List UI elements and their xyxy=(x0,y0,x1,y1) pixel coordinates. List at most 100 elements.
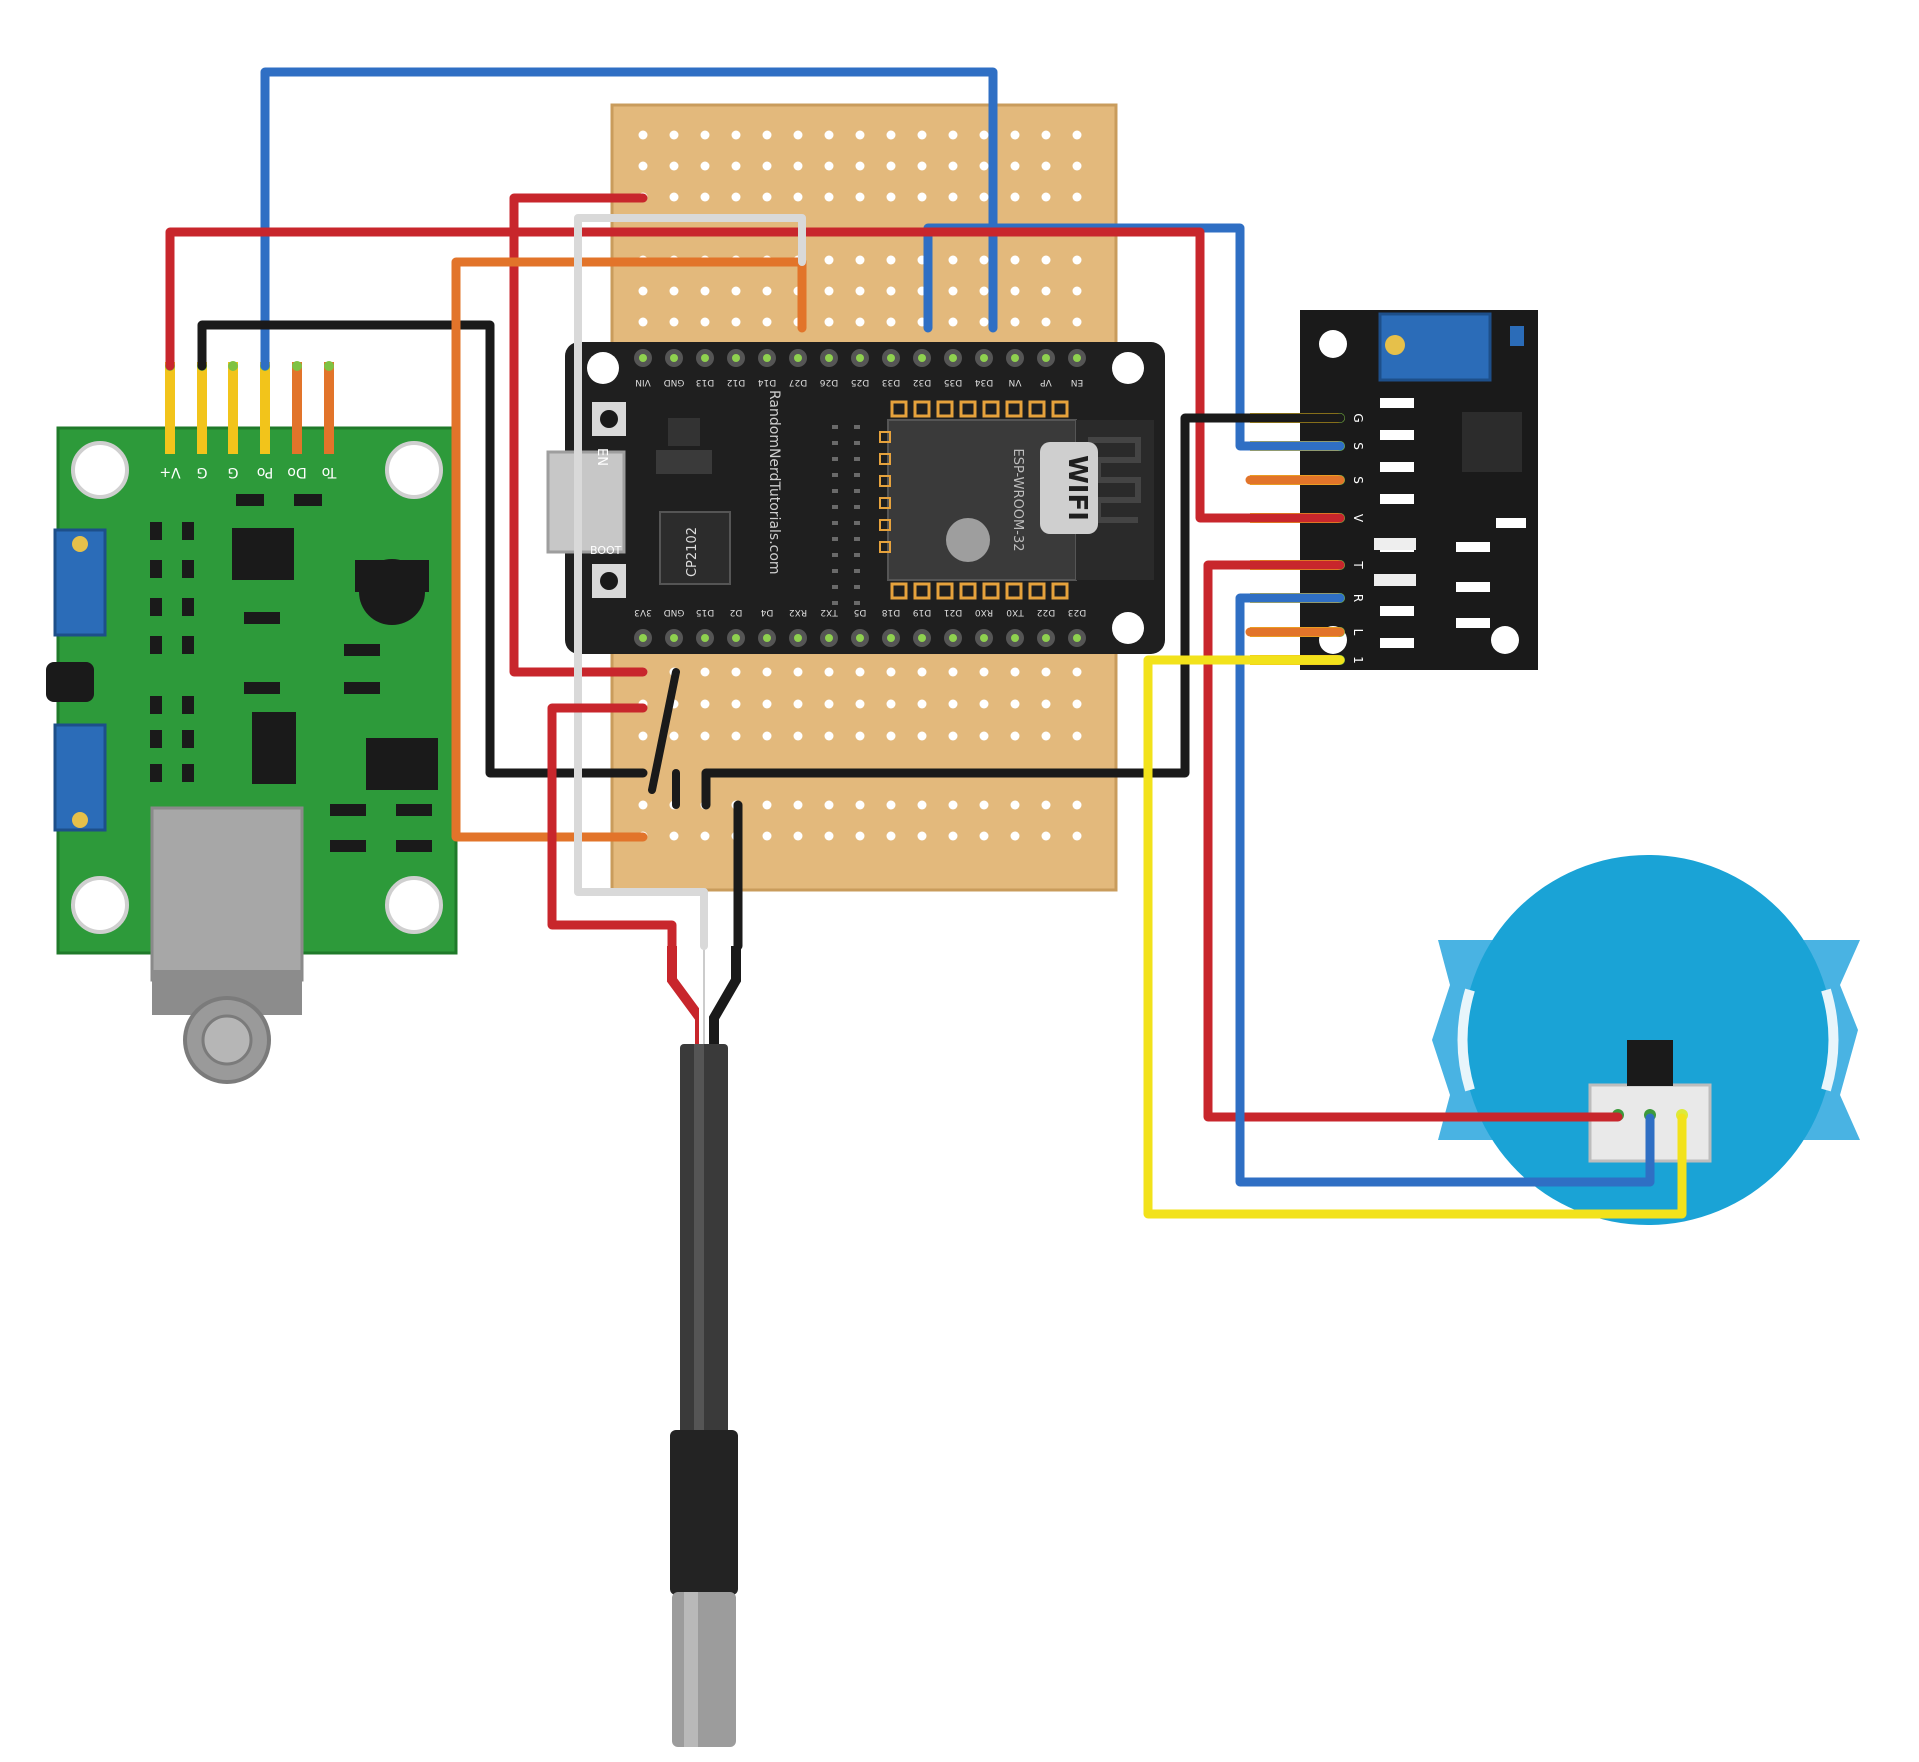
board-hole xyxy=(855,317,865,327)
wire-red-ph-vcc xyxy=(165,227,1345,523)
board-hole xyxy=(824,317,834,327)
board-hole xyxy=(1010,831,1020,841)
ph-header-pin xyxy=(197,362,207,454)
board-hole xyxy=(638,161,648,171)
board-hole xyxy=(731,667,741,677)
board-hole xyxy=(824,831,834,841)
board-hole xyxy=(1041,317,1051,327)
board-hole xyxy=(824,667,834,677)
board-hole xyxy=(979,192,989,202)
board-hole xyxy=(731,192,741,202)
board-hole xyxy=(855,800,865,810)
board-hole xyxy=(700,130,710,140)
board-hole xyxy=(1010,192,1020,202)
board-hole xyxy=(855,667,865,677)
ph-header-pin xyxy=(228,362,238,454)
en-button-label: EN xyxy=(594,448,609,466)
board-hole xyxy=(917,731,927,741)
esp-bottom-pin-label: D21 xyxy=(944,607,962,617)
board-hole xyxy=(948,286,958,296)
ph-header-pin xyxy=(324,362,334,454)
board-hole xyxy=(669,130,679,140)
board-hole xyxy=(948,731,958,741)
board-hole xyxy=(886,286,896,296)
board-hole xyxy=(886,831,896,841)
board-hole xyxy=(979,255,989,265)
board-hole xyxy=(762,731,772,741)
ads-pin-label: V xyxy=(1351,514,1365,523)
wire-black-diag xyxy=(648,668,680,794)
wires xyxy=(165,67,1687,1219)
esp-bottom-pin-label: D23 xyxy=(1068,607,1086,617)
board-hole xyxy=(731,699,741,709)
board-hole xyxy=(793,831,803,841)
board-hole xyxy=(979,731,989,741)
board-hole xyxy=(855,831,865,841)
board-hole xyxy=(793,161,803,171)
board-hole xyxy=(917,161,927,171)
ads-pin-label: G xyxy=(1351,413,1365,422)
esp-top-pin-label: EN xyxy=(1071,377,1083,387)
board-hole xyxy=(1041,255,1051,265)
board-hole xyxy=(824,161,834,171)
board-hole xyxy=(700,731,710,741)
board-hole xyxy=(700,317,710,327)
ph-header-pin xyxy=(260,362,270,454)
board-hole xyxy=(948,161,958,171)
board-hole xyxy=(1010,286,1020,296)
board-hole xyxy=(824,255,834,265)
board-hole xyxy=(948,831,958,841)
board-hole xyxy=(979,699,989,709)
board-hole xyxy=(886,130,896,140)
board-hole xyxy=(1010,130,1020,140)
board-hole xyxy=(886,161,896,171)
cp2102-label: CP2102 xyxy=(685,527,700,577)
board-hole xyxy=(979,800,989,810)
wire-blue-esp-ads xyxy=(923,223,1345,451)
board-hole xyxy=(1072,286,1082,296)
board-hole xyxy=(1072,255,1082,265)
ph-pin-label: To xyxy=(322,464,338,480)
ads-pin-label: T xyxy=(1351,560,1365,569)
board-hole xyxy=(762,192,772,202)
board-hole xyxy=(1041,130,1051,140)
board-hole xyxy=(917,831,927,841)
ads-pin-label: 1 xyxy=(1351,656,1365,664)
esp-top-pin-label: D34 xyxy=(975,377,994,387)
esp-bottom-pin-label: D15 xyxy=(696,607,714,617)
ph-pin-label: Do xyxy=(287,464,306,480)
esp-bottom-pin-label: D19 xyxy=(913,607,932,617)
board-hole xyxy=(948,192,958,202)
board-hole xyxy=(669,831,679,841)
esp-top-pin-label: D14 xyxy=(758,377,777,387)
board-hole xyxy=(638,130,648,140)
board-hole xyxy=(700,831,710,841)
board-hole xyxy=(948,317,958,327)
board-hole xyxy=(700,667,710,677)
board-hole xyxy=(886,800,896,810)
ads-pin-label: L xyxy=(1351,629,1365,636)
board-hole xyxy=(824,130,834,140)
board-hole xyxy=(886,699,896,709)
esp-bottom-pin-label: 3V3 xyxy=(634,607,652,617)
board-hole xyxy=(917,130,927,140)
ph-header-pin xyxy=(165,362,175,454)
board-hole xyxy=(638,800,648,810)
esp-top-pin-label: D27 xyxy=(789,377,807,387)
board-hole xyxy=(917,699,927,709)
esp-top-pin-label: VIN xyxy=(635,377,651,387)
board-hole xyxy=(669,161,679,171)
board-hole xyxy=(762,286,772,296)
board-hole xyxy=(638,317,648,327)
board-hole xyxy=(855,161,865,171)
board-hole xyxy=(793,130,803,140)
esp-top-pin-label: D32 xyxy=(913,377,931,387)
board-hole xyxy=(824,286,834,296)
board-hole xyxy=(669,192,679,202)
board-hole xyxy=(731,731,741,741)
esp-bottom-pin-label: TX2 xyxy=(820,607,838,617)
water-level-sensor xyxy=(1432,855,1860,1225)
esp-bottom-pin-label: D22 xyxy=(1037,607,1055,617)
